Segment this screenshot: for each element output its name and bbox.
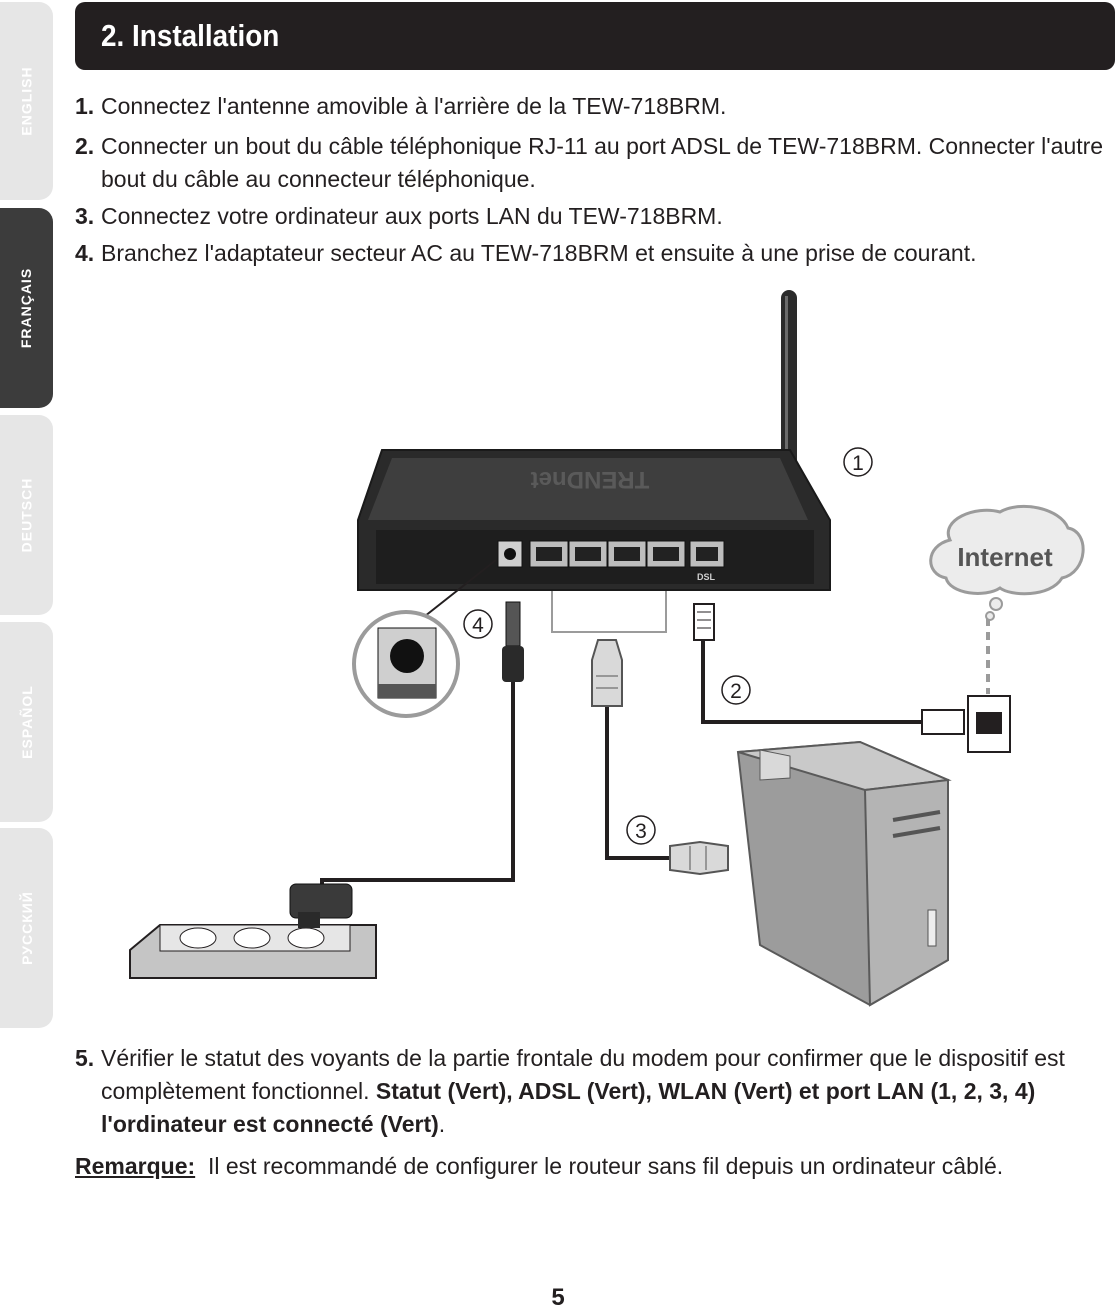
step-number: 4. xyxy=(75,240,95,266)
step-text-bold: Statut (Vert), ADSL (Vert), WLAN (Vert) … xyxy=(375,1078,1036,1104)
tab-russian[interactable]: РУССКИЙ xyxy=(0,828,53,1028)
step-text-continued: l'ordinateur est connecté (Vert). xyxy=(75,1108,1105,1141)
tab-espanol[interactable]: ESPAÑOL xyxy=(0,622,53,822)
svg-text:4: 4 xyxy=(472,614,484,637)
tab-francais[interactable]: FRANÇAIS xyxy=(0,208,53,408)
step-text-continued: bout du câble au connecteur téléphonique… xyxy=(101,166,536,192)
step-2: 2.Connecter un bout du câble téléphoniqu… xyxy=(75,130,1105,196)
rj11-plug xyxy=(693,603,715,641)
step-text: Connectez l'antenne amovible à l'arrière… xyxy=(101,93,727,119)
step-4: 4.Branchez l'adaptateur secteur AC au TE… xyxy=(75,237,1105,270)
svg-text:1: 1 xyxy=(852,452,864,475)
step-text-plain: complètement fonctionnel. xyxy=(101,1078,376,1104)
step-3: 3.Connectez votre ordinateur aux ports L… xyxy=(75,200,1105,233)
power-adapter xyxy=(289,883,353,928)
step-text: Branchez l'adaptateur secteur AC au TEW-… xyxy=(101,240,977,266)
phone-cable xyxy=(701,640,922,724)
page-number: 5 xyxy=(551,1284,565,1311)
step-number: 1. xyxy=(75,93,95,119)
router-brand-logo: TRENDnet xyxy=(531,466,650,493)
remark-label: Remarque: xyxy=(75,1153,196,1179)
step-text: Vérifier le statut des voyants de la par… xyxy=(101,1045,1065,1071)
step-1: 1.Connectez l'antenne amovible à l'arriè… xyxy=(75,90,1105,123)
remark-text: Il est recommandé de configurer le route… xyxy=(207,1153,1004,1179)
phone-wall-jack xyxy=(921,695,1011,753)
lan-ports xyxy=(529,540,686,568)
step-text: Connectez votre ordinateur aux ports LAN… xyxy=(101,203,723,229)
step-number: 3. xyxy=(75,203,95,229)
step-text-bold: l'ordinateur est connecté (Vert) xyxy=(101,1111,439,1137)
step-5: 5.Vérifier le statut des voyants de la p… xyxy=(75,1042,1105,1141)
step-text-continued: complètement fonctionnel. Statut (Vert),… xyxy=(75,1075,1105,1108)
step-text: Connecter un bout du câble téléphonique … xyxy=(101,133,1104,159)
lan-bracket xyxy=(551,568,667,633)
internet-cloud: Internet xyxy=(929,504,1085,621)
computer-tower xyxy=(736,740,952,1007)
computer-ethernet-plug xyxy=(669,840,729,876)
callout-2: 2 xyxy=(721,675,751,705)
dc-plug xyxy=(502,601,524,682)
page-title: 2. Installation xyxy=(101,18,280,53)
section-header: 2. Installation xyxy=(75,2,1115,70)
router: TRENDnet DSL xyxy=(357,449,831,591)
power-jack-zoom xyxy=(352,559,497,718)
svg-text:2: 2 xyxy=(730,680,742,703)
tab-deutsch[interactable]: DEUTSCH xyxy=(0,415,53,615)
callout-4: 4 xyxy=(463,609,493,639)
power-strip xyxy=(129,924,377,979)
remark-note: Remarque: Il est recommandé de configure… xyxy=(75,1150,1105,1183)
callout-3: 3 xyxy=(626,815,656,845)
tab-english[interactable]: ENGLISH xyxy=(0,2,53,200)
ethernet-plug xyxy=(591,639,623,707)
step-number: 5. xyxy=(75,1045,95,1071)
dsl-label: DSL xyxy=(697,572,716,582)
internet-label: Internet xyxy=(957,542,1053,572)
step-number: 2. xyxy=(75,133,95,159)
step-text-plain: . xyxy=(438,1111,446,1137)
ethernet-cable xyxy=(605,705,670,860)
svg-text:3: 3 xyxy=(635,820,647,843)
callout-1: 1 xyxy=(843,447,873,477)
